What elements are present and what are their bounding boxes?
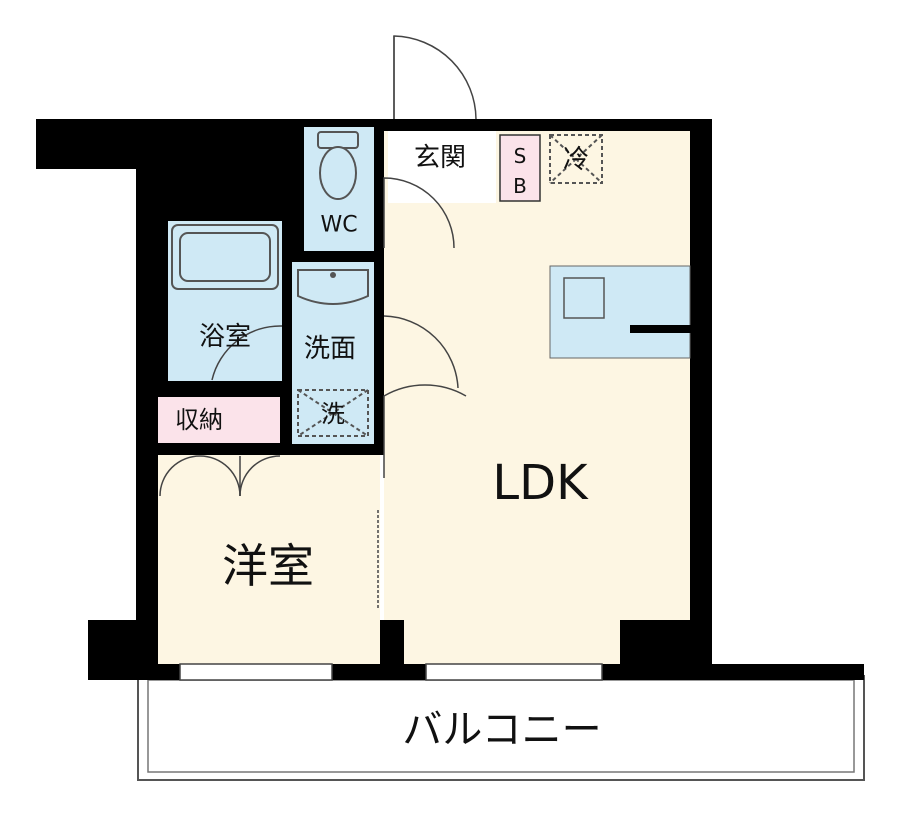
label-western-room: 洋室 xyxy=(222,539,314,593)
label-ldk: LDK xyxy=(492,455,589,511)
ldk-floor-lower xyxy=(404,600,620,664)
label-entrance: 玄関 xyxy=(414,143,466,173)
fridge-cross-2 xyxy=(549,134,603,184)
label-balcony: バルコニー xyxy=(402,707,601,753)
window-western-room xyxy=(179,663,333,681)
wall-right xyxy=(690,119,712,679)
washbasin-tap xyxy=(330,272,336,278)
label-shoe-box-b: B xyxy=(513,174,527,198)
storage-door-swing-1 xyxy=(159,455,201,497)
fixtures xyxy=(171,131,603,437)
bathtub-icon xyxy=(171,224,279,290)
kitchen-wall-stub xyxy=(630,325,694,333)
label-shoe-box-s: S xyxy=(514,144,527,168)
toilet-bowl-icon xyxy=(319,146,357,200)
storage-room xyxy=(158,397,280,443)
shoe-box xyxy=(499,134,541,202)
label-fridge: 冷 xyxy=(563,145,589,175)
doors xyxy=(159,35,477,608)
balcony-outer xyxy=(137,675,865,781)
window-ldk xyxy=(425,663,603,681)
label-storage: 収納 xyxy=(175,406,223,434)
fridge-space xyxy=(549,134,603,184)
label-bath: 浴室 xyxy=(199,322,251,352)
label-washer: 洗 xyxy=(321,400,345,428)
washbasin-icon xyxy=(297,269,369,305)
stove-icon xyxy=(563,277,605,319)
bath-door-swing xyxy=(211,325,283,381)
front-door-swing xyxy=(393,35,477,120)
bathtub-inner xyxy=(179,232,271,282)
kitchen-counter xyxy=(549,265,691,359)
entrance-floor xyxy=(388,131,496,203)
wash-door-swing xyxy=(383,315,459,389)
wall-left xyxy=(136,119,158,679)
label-washroom: 洗面 xyxy=(304,334,356,364)
ldk-door-swing xyxy=(383,384,467,478)
western-room-floor-lower xyxy=(158,455,332,664)
windows xyxy=(179,663,603,681)
room-labels: 玄関 S B 冷 WC 浴室 洗面 洗 収納 洋室 LDK バルコニー xyxy=(175,143,602,753)
toilet-tank xyxy=(317,131,359,149)
label-toilet: WC xyxy=(320,213,357,238)
washer-space xyxy=(297,389,369,437)
hall-door-swing xyxy=(383,177,455,249)
